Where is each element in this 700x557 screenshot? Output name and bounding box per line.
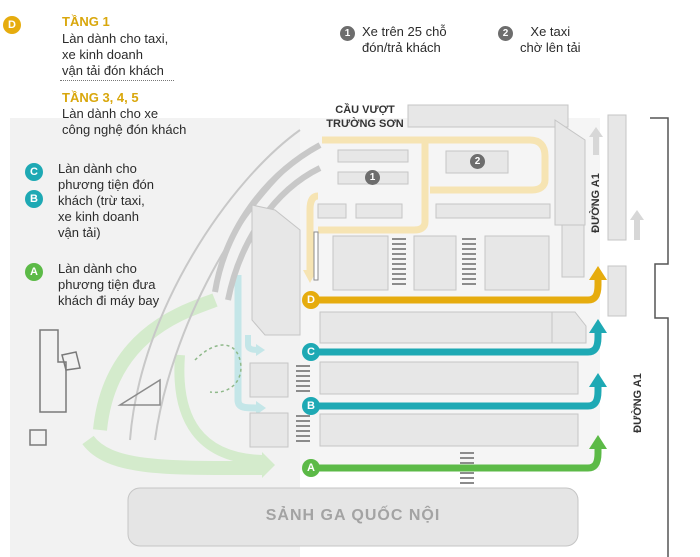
legend-c-line-5: vận tải) bbox=[58, 225, 101, 240]
route-b-pale-arrow bbox=[256, 401, 266, 415]
legend-d-heading: TẦNG 1 bbox=[62, 14, 110, 29]
block-left-angled bbox=[251, 204, 301, 336]
lane-a-arrow bbox=[589, 435, 607, 449]
ramp-overpass-1 bbox=[212, 142, 322, 293]
block-small-left-1 bbox=[249, 362, 289, 398]
legend-floors-heading: TẦNG 3, 4, 5 bbox=[62, 90, 139, 105]
road-arrow-2-head bbox=[630, 210, 644, 220]
block-right-small bbox=[607, 265, 627, 317]
legend-d-line-3: vận tải đón khách bbox=[62, 63, 164, 78]
legend-d-line-1: Làn dành cho taxi, bbox=[62, 31, 169, 46]
overpass-line-1: CẦU VƯỢT bbox=[335, 104, 395, 116]
route-pale-top-loop bbox=[322, 136, 549, 194]
triangle-island bbox=[117, 378, 161, 406]
marker-1-line-1: Xe trên 25 chỗ bbox=[362, 24, 447, 39]
block-right-slant bbox=[554, 119, 586, 226]
legend-a-badge: A bbox=[25, 263, 43, 281]
marker-1-map: 1 bbox=[365, 170, 380, 185]
legend-floors-line-2: công nghệ đón khách bbox=[62, 122, 187, 137]
legend-b-badge: B bbox=[25, 190, 43, 208]
legend-a-line-3: khách đi máy bay bbox=[58, 293, 160, 308]
route-b-pale bbox=[234, 275, 259, 412]
marker-2-map: 2 bbox=[470, 154, 485, 169]
left-building-2 bbox=[29, 429, 47, 446]
lane-b-path bbox=[318, 385, 602, 410]
overpass-label: CẦU VƯỢT TRƯỜNG SƠN bbox=[310, 103, 420, 131]
loop-dashed bbox=[194, 344, 242, 394]
block-small-left-2 bbox=[249, 412, 289, 448]
block-garage-3 bbox=[484, 235, 550, 291]
block-bus-1 bbox=[337, 149, 409, 163]
lane-c-path bbox=[318, 331, 602, 356]
lane-d-path bbox=[318, 278, 602, 304]
road-edge-right bbox=[650, 117, 669, 557]
legend-a-text: Làn dành cho phương tiện đưa khách đi má… bbox=[58, 261, 159, 309]
route-a-pale-bottom bbox=[82, 435, 263, 476]
terminal-label: SẢNH GA QUỐC NỘI bbox=[265, 507, 441, 524]
route-pale-left-drop bbox=[306, 192, 319, 272]
lane-a-badge: A bbox=[302, 459, 320, 477]
legend-d-line-2: xe kinh doanh bbox=[62, 47, 143, 62]
legend-c-line-2: phương tiện đón bbox=[58, 177, 155, 192]
ramp-line-1 bbox=[129, 129, 301, 441]
route-pale-middle bbox=[318, 140, 429, 234]
block-garage-1 bbox=[332, 235, 389, 291]
block-right-tall bbox=[607, 114, 627, 241]
legend-c-line-1: Làn dành cho bbox=[58, 161, 137, 176]
block-lane-2 bbox=[319, 361, 579, 395]
left-building-3 bbox=[61, 351, 81, 371]
route-a-pale-inner bbox=[174, 354, 263, 465]
block-top bbox=[407, 104, 569, 128]
lane-b-badge: B bbox=[302, 397, 320, 415]
block-small-c bbox=[435, 203, 551, 219]
lane-b-arrow bbox=[589, 373, 607, 387]
block-small-a bbox=[317, 203, 347, 219]
legend-c-badge: C bbox=[25, 163, 43, 181]
block-small-b bbox=[355, 203, 403, 219]
marker-2-line-2: chờ lên tải bbox=[520, 40, 581, 55]
marker-2-legend-dot: 2 bbox=[498, 26, 513, 41]
legend-a-line-1: Làn dành cho bbox=[58, 261, 137, 276]
legend-c-line-3: khách (trừ taxi, bbox=[58, 193, 145, 208]
block-lane-3 bbox=[319, 413, 579, 447]
lane-c-arrow bbox=[589, 319, 607, 333]
road-a1-bottom-label: ĐƯỜNG A1 bbox=[632, 373, 644, 433]
marker-2-legend-text: Xe taxi chờ lên tải bbox=[520, 24, 581, 56]
lane-a-path bbox=[318, 447, 602, 472]
legend-floors-line-1: Làn dành cho xe bbox=[62, 106, 159, 121]
road-arrow-1-head bbox=[589, 127, 603, 137]
route-a-pale-left bbox=[93, 293, 218, 431]
left-building-1 bbox=[39, 329, 67, 413]
legend-d-badge: D bbox=[3, 16, 21, 34]
lane-d-arrow bbox=[589, 266, 607, 280]
route-a-pale-arrow bbox=[262, 452, 275, 478]
legend-a-line-2: phương tiện đưa bbox=[58, 277, 156, 292]
block-garage-2 bbox=[413, 235, 457, 291]
overpass-line-2: TRƯỜNG SƠN bbox=[326, 118, 404, 130]
block-lane-1-tip bbox=[551, 311, 587, 344]
marker-1-legend-text: Xe trên 25 chỗ đón/trả khách bbox=[362, 24, 447, 56]
legend-c-line-4: xe kinh doanh bbox=[58, 209, 139, 224]
terminal-building bbox=[127, 487, 579, 547]
legend-divider bbox=[60, 80, 174, 81]
divider-post bbox=[313, 231, 319, 281]
marker-1-line-2: đón/trả khách bbox=[362, 40, 441, 55]
legend-floors-text: Làn dành cho xe công nghệ đón khách bbox=[62, 106, 186, 138]
lane-c-badge: C bbox=[302, 343, 320, 361]
marker-2-line-1: Xe taxi bbox=[530, 24, 571, 39]
marker-1-legend-dot: 1 bbox=[340, 26, 355, 41]
road-a1-top-label: ĐƯỜNG A1 bbox=[590, 173, 602, 233]
legend-c-text: Làn dành cho phương tiện đón khách (trừ … bbox=[58, 161, 154, 241]
block-lane-1 bbox=[319, 311, 553, 344]
block-right-mid bbox=[561, 224, 585, 278]
legend-d-text: Làn dành cho taxi, xe kinh doanh vận tải… bbox=[62, 31, 168, 79]
route-c-pale-arrow bbox=[256, 344, 265, 356]
lane-d-badge: D bbox=[302, 291, 320, 309]
